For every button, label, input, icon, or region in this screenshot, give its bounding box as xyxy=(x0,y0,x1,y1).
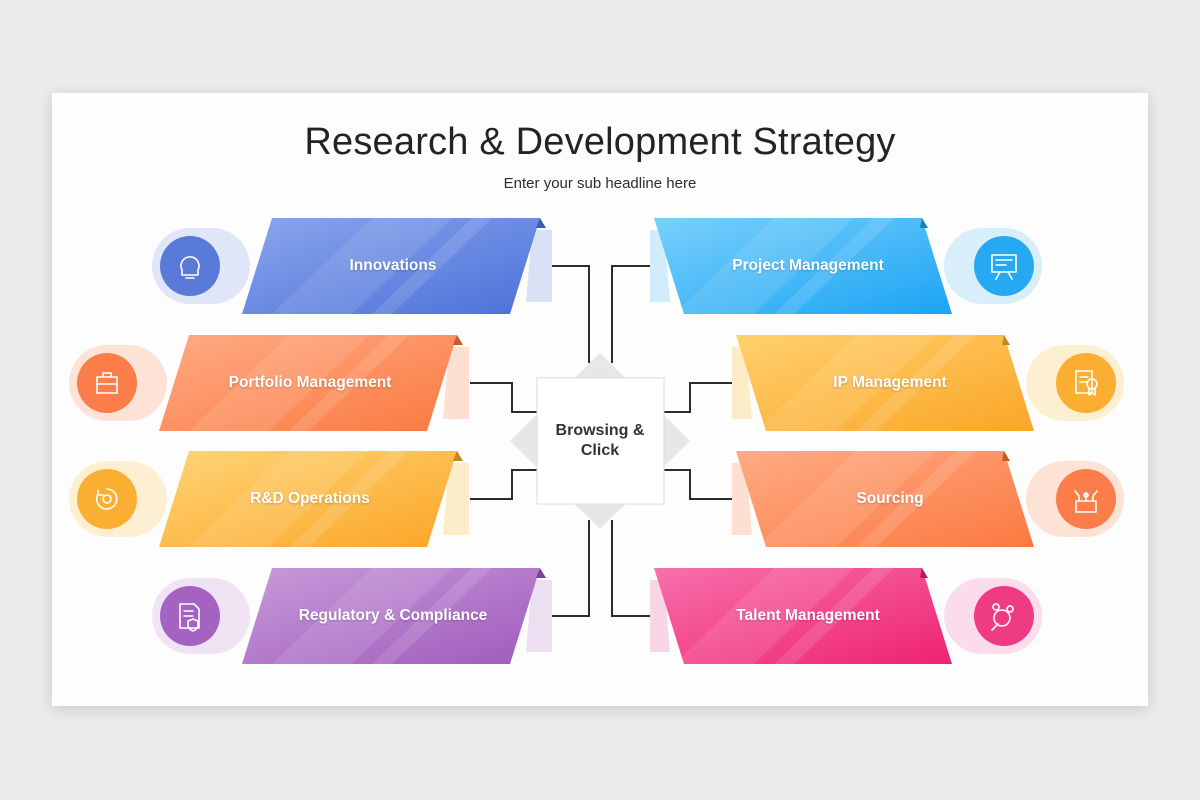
icon-circle xyxy=(77,469,137,529)
strategy-items xyxy=(69,218,1124,664)
ribbon-body xyxy=(736,451,1034,547)
ribbon-fold xyxy=(536,218,546,228)
ribbon-shine xyxy=(674,568,854,664)
ribbon-shine xyxy=(756,451,936,547)
connector-ip xyxy=(662,382,733,413)
center-label-line-2: Click xyxy=(580,442,620,459)
ribbon-shine xyxy=(272,218,452,314)
connector-regulatory xyxy=(552,520,590,617)
item-label-talent-management[interactable]: Talent Management xyxy=(736,607,880,624)
center-label[interactable]: Browsing & Click xyxy=(540,421,660,461)
icon-circle xyxy=(160,236,220,296)
item-label-sourcing[interactable]: Sourcing xyxy=(856,490,924,507)
strategy-item-5[interactable] xyxy=(732,335,1124,431)
ribbon-shine xyxy=(756,335,936,431)
ribbon-shine xyxy=(856,335,976,431)
icon-circle xyxy=(974,586,1034,646)
strategy-item-7[interactable] xyxy=(650,568,1042,664)
connector-portfolio xyxy=(470,382,540,413)
ribbon-shine xyxy=(189,335,369,431)
connectors xyxy=(470,265,733,617)
ribbon-fold xyxy=(920,568,928,578)
ribbon-shine xyxy=(372,218,492,314)
connector-sourcing xyxy=(662,469,733,500)
ribbon-shine xyxy=(774,568,894,664)
ribbon-shine xyxy=(856,451,976,547)
ribbon-tint xyxy=(526,230,552,302)
ribbon-shine xyxy=(272,568,452,664)
gear-cycle-icon xyxy=(95,488,118,510)
ribbon-body xyxy=(654,568,952,664)
ribbon-fold xyxy=(920,218,928,228)
connector-project xyxy=(611,265,651,363)
ribbon-shine xyxy=(289,335,409,431)
connector-rd-operations xyxy=(470,469,540,500)
center-hub[interactable] xyxy=(510,353,690,529)
center-label-line-1: Browsing & xyxy=(555,422,645,439)
ribbon-body xyxy=(242,568,540,664)
certificate-bulb-icon xyxy=(1075,370,1098,396)
icon-circle xyxy=(1056,353,1116,413)
ribbon-shine xyxy=(289,451,409,547)
strategy-item-6[interactable] xyxy=(732,451,1124,547)
ribbon-shine xyxy=(674,218,854,314)
strategy-item-4[interactable] xyxy=(650,218,1042,314)
ribbon-body xyxy=(736,335,1034,431)
icon-circle xyxy=(77,353,137,413)
ribbon-fold xyxy=(536,568,546,578)
network-box-icon xyxy=(1074,490,1098,513)
ribbon-body xyxy=(159,335,457,431)
icon-circle xyxy=(974,236,1034,296)
item-label-portfolio-management[interactable]: Portfolio Management xyxy=(228,374,392,391)
document-shield-icon xyxy=(179,603,200,632)
ribbon-shine xyxy=(372,568,492,664)
ribbon-body xyxy=(242,218,540,314)
ribbon-shine xyxy=(774,218,894,314)
center-box xyxy=(536,377,665,505)
ribbon-shine xyxy=(189,451,369,547)
strategy-item-0[interactable] xyxy=(152,218,552,314)
strategy-item-2[interactable] xyxy=(69,451,469,547)
ribbon-fold xyxy=(1002,335,1010,345)
strategy-item-3[interactable] xyxy=(152,568,552,664)
ribbon-fold xyxy=(453,335,463,345)
ribbon-body xyxy=(159,451,457,547)
briefcase-document-icon xyxy=(96,372,118,394)
connector-talent xyxy=(611,520,651,617)
item-label-rd-operations[interactable]: R&D Operations xyxy=(250,490,370,507)
page-subtitle: Enter your sub headline here xyxy=(503,175,697,192)
ribbon-body xyxy=(654,218,952,314)
project-board-icon xyxy=(991,254,1017,280)
ribbon-tint xyxy=(526,580,552,652)
item-label-regulatory-compliance[interactable]: Regulatory & Compliance xyxy=(298,607,488,624)
ribbon-fold xyxy=(1002,451,1010,461)
ribbon-fold xyxy=(453,451,463,461)
item-label-innovations[interactable]: Innovations xyxy=(349,257,437,274)
item-label-ip-management[interactable]: IP Management xyxy=(833,374,947,391)
lightbulb-gear-icon xyxy=(180,256,200,279)
connector-innovations xyxy=(552,265,590,363)
ribbon-tint xyxy=(443,463,469,535)
strategy-item-1[interactable] xyxy=(69,335,469,431)
page-title: Research & Development Strategy xyxy=(304,121,896,163)
item-label-project-management[interactable]: Project Management xyxy=(732,257,884,274)
people-search-icon xyxy=(991,603,1014,631)
ribbon-tint xyxy=(443,347,469,419)
